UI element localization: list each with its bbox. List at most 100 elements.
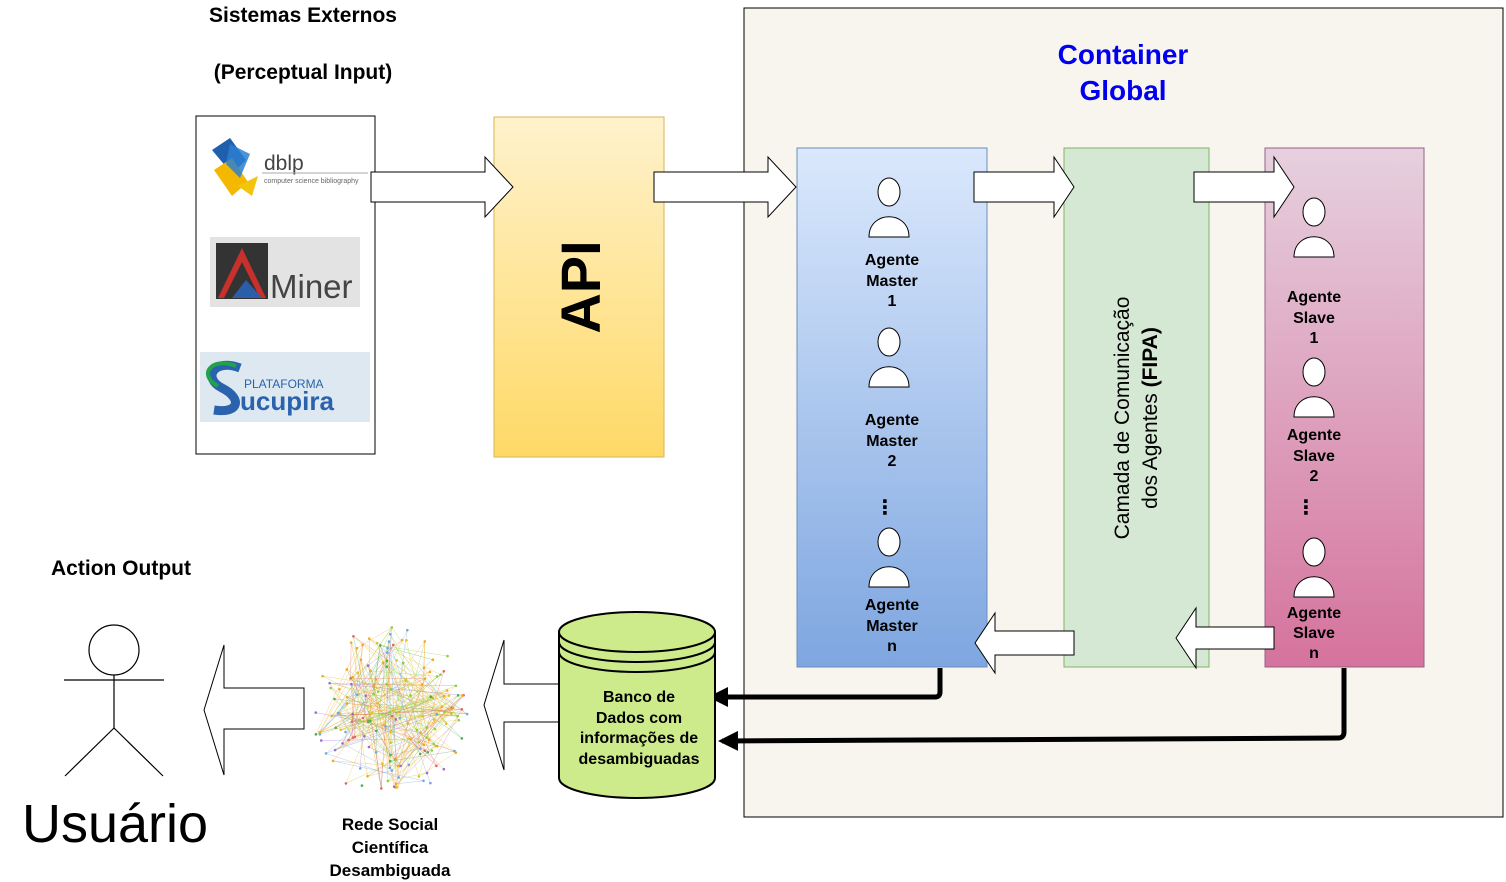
network-node <box>333 748 337 752</box>
network-node <box>345 702 349 705</box>
network-node <box>389 687 393 691</box>
api-box <box>493 116 665 458</box>
network-edge <box>322 675 428 728</box>
agent-slave-1-icon <box>1293 197 1335 258</box>
network-node <box>351 675 355 679</box>
network-node <box>423 640 427 643</box>
sucupira-logo-name: ucupira <box>240 386 334 416</box>
network-node <box>388 766 392 770</box>
network-edge <box>436 714 458 717</box>
network-node <box>419 731 422 735</box>
network-edge <box>420 745 436 755</box>
network-node <box>423 677 427 680</box>
network-edge <box>386 683 437 747</box>
network-label-3: Desambiguada <box>330 861 451 880</box>
network-node <box>390 714 394 718</box>
network-node <box>347 738 350 742</box>
network-node <box>334 726 337 729</box>
agent-master-n-label1: Agente <box>865 597 919 614</box>
network-edge <box>350 678 425 745</box>
network-edge <box>392 679 407 711</box>
network-node <box>321 674 324 678</box>
network-node <box>425 726 429 729</box>
network-node <box>388 632 392 636</box>
connector-slaves-to-db <box>718 668 1347 751</box>
network-node <box>364 694 367 697</box>
network-node <box>439 673 442 676</box>
network-edge <box>373 685 399 778</box>
network-edge <box>333 760 399 767</box>
network-edge <box>373 644 394 686</box>
network-node <box>423 749 426 752</box>
network-node <box>352 634 355 638</box>
network-edge <box>390 634 396 760</box>
network-edge <box>399 679 407 719</box>
network-node <box>314 733 318 736</box>
agent-slave-2-label3: 2 <box>1310 468 1319 485</box>
network-node <box>314 711 318 714</box>
network-node <box>429 695 433 699</box>
arrow-network-to-user <box>203 644 305 776</box>
network-edge <box>393 644 458 717</box>
agent-master-1-label1: Agente <box>865 252 919 269</box>
network-edge <box>319 678 426 733</box>
network-edge <box>350 678 444 770</box>
network-node <box>328 681 331 685</box>
network-edge <box>424 678 443 707</box>
network-node <box>369 712 372 715</box>
agent-slave-n-label2: Slave <box>1293 625 1335 642</box>
network-edge <box>330 687 456 753</box>
network-node <box>366 774 369 778</box>
aminer-logo: Miner <box>210 237 360 307</box>
network-edge <box>335 690 448 751</box>
network-edge <box>338 713 391 756</box>
network-node <box>361 716 365 720</box>
network-label-1: Rede Social <box>342 815 438 834</box>
network-edge <box>370 713 382 789</box>
action-output-title: Action Output <box>51 557 191 580</box>
network-edge <box>395 707 454 788</box>
network-edge <box>395 695 463 760</box>
user-actor-icon <box>64 624 164 777</box>
network-label-2: Científica <box>352 838 429 857</box>
network-node <box>368 719 372 723</box>
aminer-logo-name: Miner <box>270 268 353 305</box>
network-node <box>456 694 460 697</box>
agent-slave-column <box>1264 147 1425 668</box>
network-node <box>398 716 402 720</box>
network-node <box>428 670 432 674</box>
network-edge <box>390 634 404 663</box>
agent-slave-n-label1: Agente <box>1287 605 1341 622</box>
network-node <box>336 711 340 715</box>
agent-slave-n-icon <box>1293 537 1335 598</box>
network-edge <box>370 670 374 686</box>
fipa-line2: dos Agentes (FIPA) <box>1139 327 1162 509</box>
network-node <box>366 664 370 667</box>
network-node <box>397 710 401 714</box>
database-label-4: desambiguadas <box>579 751 700 768</box>
network-node <box>435 764 438 768</box>
network-node <box>359 658 363 662</box>
network-node <box>460 737 464 740</box>
agent-slave-2-icon <box>1293 357 1335 418</box>
network-node <box>394 758 397 762</box>
masters-ellipsis: ⋮ <box>875 497 895 519</box>
container-title-line2: Global <box>1079 75 1166 106</box>
network-node <box>422 666 426 670</box>
network-node <box>422 779 425 783</box>
network-node <box>378 644 382 647</box>
fipa-line2-prefix: dos Agentes <box>1139 387 1162 508</box>
network-node <box>443 710 446 714</box>
network-node <box>360 784 364 787</box>
network-node <box>358 718 362 722</box>
network-edge <box>339 639 403 714</box>
arrow-api-to-masters <box>653 155 797 219</box>
network-node <box>363 734 366 738</box>
arrow-fipa-to-slaves <box>1193 155 1295 219</box>
agent-slave-2: Agente Slave 2 <box>1287 357 1341 485</box>
network-node <box>395 785 399 789</box>
network-edge <box>376 643 420 777</box>
network-node <box>425 736 428 739</box>
fipa-line2-bold: (FIPA) <box>1139 327 1162 387</box>
network-edge <box>387 772 428 782</box>
